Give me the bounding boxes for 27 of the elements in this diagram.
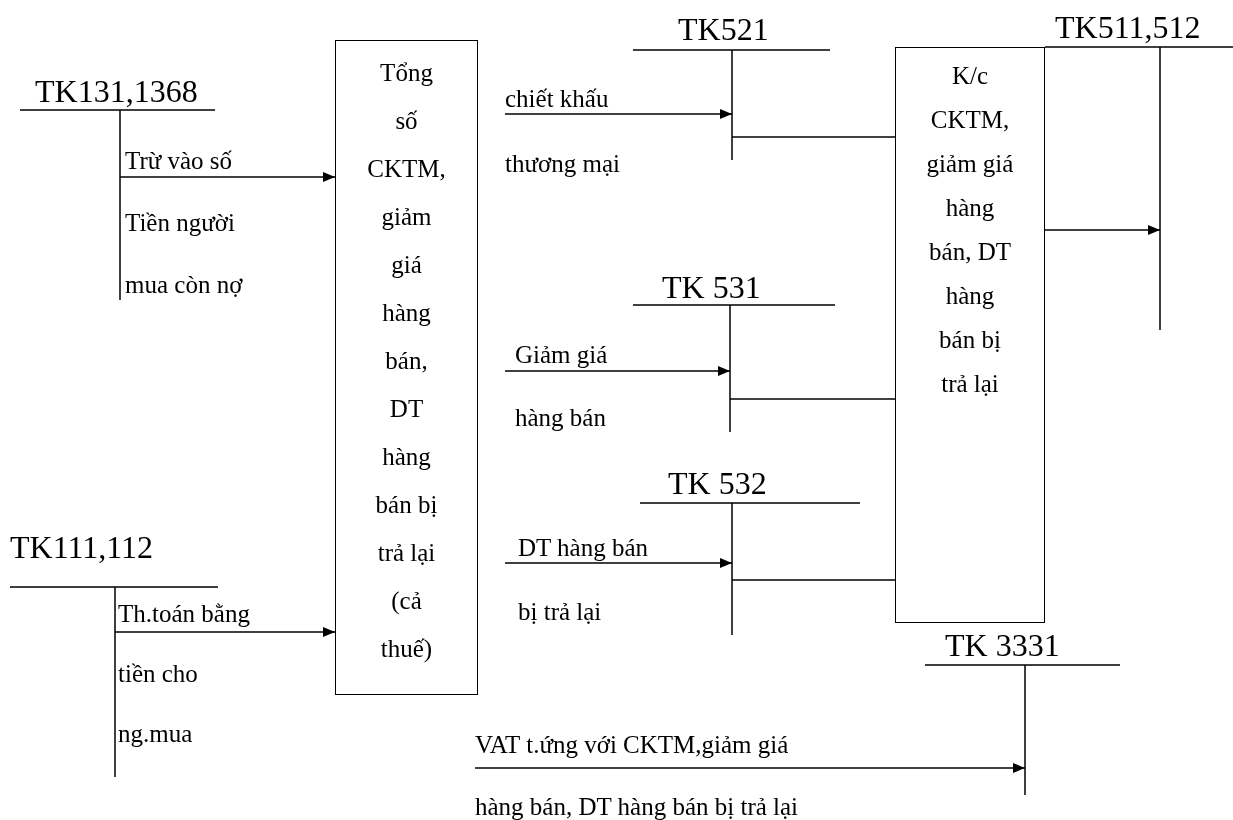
account-code: TK 532 [668,466,767,500]
account-code: TK131,1368 [35,74,198,108]
arrow [119,172,336,182]
arrow [1044,225,1161,235]
connector-line [731,136,896,138]
arrow [504,558,733,568]
process-box [895,47,1045,623]
connector-line [729,398,896,400]
edge-label: Th.toán bằng tiền cho ng.mua [118,599,251,749]
account-code: TK111,112 [10,530,154,564]
account-code: TK 3331 [945,628,1060,662]
arrow [114,627,336,637]
edge-label: Giảm giá hàng bán [515,340,609,433]
box-text: K/c CKTM, giảm giá hàng bán, DT hàng bán bị trả lại [926,61,1014,399]
arrow [504,109,733,119]
process-box [335,40,478,695]
arrow [474,763,1026,773]
connector-line [731,579,896,581]
account-code: TK 531 [662,270,761,304]
account-code: TK521 [678,12,769,46]
box-text: Tổng số CKTM, giảm giá hàng bán, DT hàng bán bị trả lại (cả thuế) [366,58,447,664]
edge-label: chiết khấu thương mại [505,84,621,179]
edge-label: DT hàng bán bị trả lại [518,533,650,627]
account-code: TK511,512 [1055,10,1201,44]
edge-label: Trừ vào số Tiền người mua còn nợ [125,146,244,300]
arrow [504,366,731,376]
edge-label: VAT t.ứng với CKTM,giảm giá hàng bán, DT hàng bán bị trả lại [475,730,800,820]
